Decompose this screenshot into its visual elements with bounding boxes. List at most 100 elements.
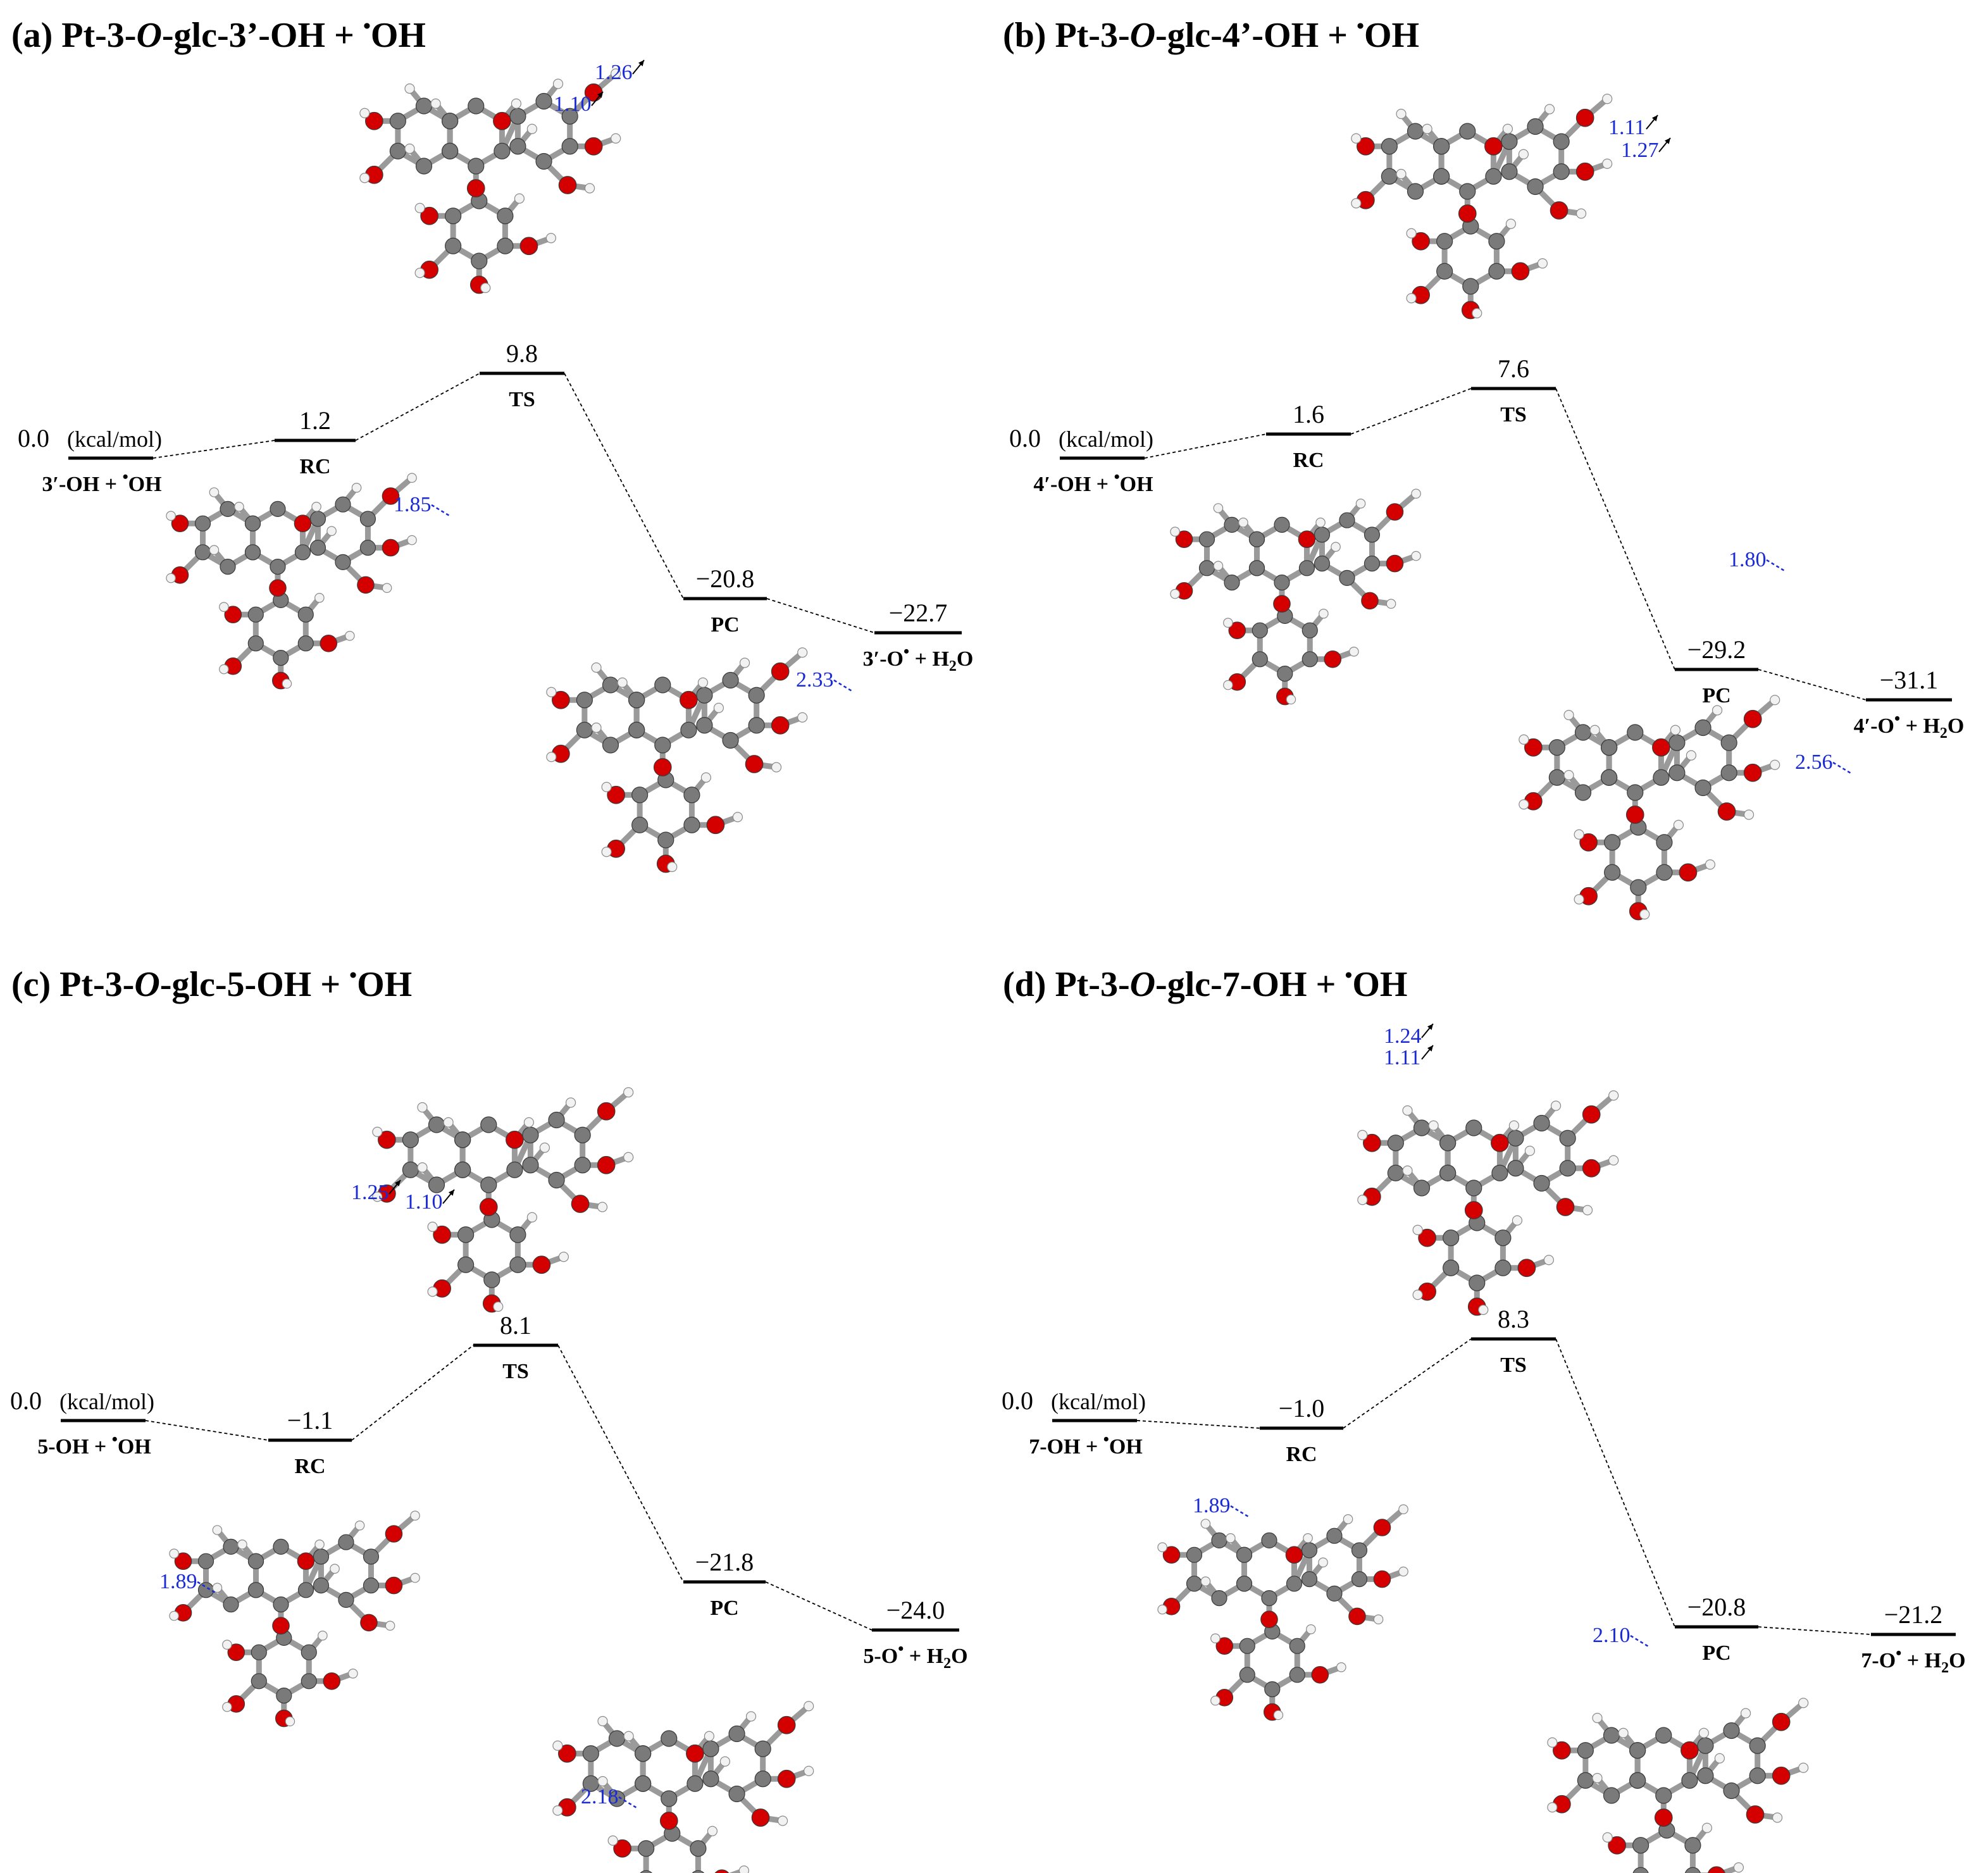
oxygen-atom (433, 1225, 451, 1244)
carbon-atom (247, 1553, 264, 1569)
carbon-atom (702, 1740, 719, 1757)
hydrogen-atom (1210, 1633, 1221, 1643)
hydrogen-atom (1336, 1662, 1346, 1672)
arrowhead (1664, 138, 1670, 144)
carbon-atom (457, 1226, 475, 1243)
carbon-atom (1465, 1179, 1482, 1197)
state-label: 4′-O•​ + H2O (1854, 709, 1965, 742)
energy-value: 1.6 (1293, 400, 1324, 428)
carbon-atom (273, 1596, 289, 1613)
carbon-atom (480, 1116, 497, 1133)
carbon-atom (1655, 1787, 1672, 1804)
molecule-pc (546, 647, 808, 873)
carbon-atom (1302, 622, 1318, 638)
carbon-atom (1559, 1129, 1576, 1147)
hydrogen-bond (197, 1581, 217, 1595)
oxygen-atom (297, 1552, 315, 1570)
oxygen-atom (532, 1255, 551, 1274)
carbon-atom (428, 1116, 445, 1133)
hydrogen-atom (804, 1701, 814, 1712)
oxygen-atom (385, 1576, 403, 1595)
hydrogen-atom (480, 282, 491, 294)
state-label: TS (509, 388, 535, 411)
distance-ts: 1.25 (351, 1181, 389, 1204)
energy-connector (1136, 1420, 1260, 1429)
carbon-atom (1629, 1742, 1646, 1759)
carbon-atom (220, 558, 236, 575)
energy-connector (152, 440, 275, 459)
carbon-atom (309, 539, 326, 556)
hydrogen-atom (1428, 1120, 1439, 1131)
energy-connector (557, 1345, 684, 1583)
hydrogen-atom (1238, 517, 1248, 528)
energy-connector (1144, 433, 1267, 459)
carbon-atom (445, 237, 462, 254)
hydrogen-atom (804, 1765, 814, 1776)
oxygen-atom (519, 237, 538, 256)
oxygen-atom (1708, 1866, 1725, 1873)
oxygen-atom (323, 1672, 341, 1690)
hydrogen-bond (618, 1796, 638, 1810)
hydrogen-atom (1547, 1802, 1558, 1813)
oxygen-atom (777, 1769, 796, 1788)
energy-value: −24.0 (886, 1596, 945, 1624)
oxygen-atom (1524, 738, 1543, 757)
carbon-atom (1630, 879, 1647, 896)
hydrogen-atom (219, 664, 229, 675)
oxygen-atom (1772, 1766, 1791, 1785)
distance-pc: 2.33 (796, 668, 834, 692)
carbon-atom (1548, 739, 1565, 756)
hydrogen-atom (443, 1117, 454, 1128)
oxygen-atom (1484, 137, 1503, 156)
hydrogen-atom (285, 1716, 295, 1727)
carbon-atom (1655, 1727, 1672, 1744)
oxygen-atom (1743, 709, 1762, 728)
carbon-atom (1436, 233, 1453, 250)
carbon-atom (1261, 1590, 1277, 1607)
oxygen-atom (1491, 1133, 1509, 1152)
hydrogen-atom (1411, 551, 1421, 561)
hydrogen-atom (1798, 1698, 1809, 1708)
energy-value: −21.8 (695, 1548, 754, 1576)
oxygen-atom (1679, 863, 1698, 882)
hydrogen-atom (1157, 1542, 1167, 1552)
energy-value: −20.8 (1687, 1593, 1746, 1621)
hydrogen-atom (1698, 1727, 1710, 1738)
carbon-atom (194, 515, 211, 532)
carbon-atom (1252, 651, 1268, 668)
hydrogen-atom (359, 108, 370, 118)
panel-b: (b) Pt-3-O-glc-4’-OH + •OH0.0(kcal/mol)4… (1003, 15, 1965, 921)
carbon-atom (197, 1553, 214, 1569)
energy-connector (564, 373, 684, 599)
carbon-atom (251, 1673, 267, 1689)
carbon-atom (657, 831, 674, 849)
oxygen-atom (1680, 1741, 1699, 1760)
state-label: TS (502, 1360, 529, 1383)
energy-value: −29.2 (1687, 635, 1746, 664)
hydrogen-atom (1519, 799, 1529, 810)
carbon-atom (1507, 1160, 1524, 1177)
hydrogen-atom (1318, 1557, 1328, 1567)
oxygen-atom (1608, 1836, 1626, 1855)
hydrogen-atom (591, 722, 602, 733)
carbon-atom (509, 1256, 526, 1273)
carbon-atom (574, 1126, 591, 1143)
carbon-atom (1326, 1585, 1343, 1602)
hydrogen-atom (1639, 909, 1650, 920)
molecule-ts (1357, 1090, 1619, 1316)
molecule-ts (359, 68, 621, 294)
carbon-atom (1211, 1590, 1227, 1607)
carbon-atom (301, 1644, 317, 1660)
carbon-atom (1485, 168, 1502, 185)
carbon-atom (1339, 512, 1355, 528)
state-label: 7-O•​ + H2O (1861, 1644, 1965, 1676)
carbon-atom (1339, 569, 1355, 587)
carbon-atom (1413, 1119, 1431, 1136)
carbon-atom (1314, 526, 1331, 543)
carbon-atom (335, 496, 351, 513)
oxygen-atom (1517, 1259, 1536, 1278)
state-label: RC (1293, 449, 1324, 472)
oxygen-atom (224, 606, 242, 623)
carbon-atom (696, 717, 713, 734)
hydrogen-atom (169, 1548, 179, 1559)
